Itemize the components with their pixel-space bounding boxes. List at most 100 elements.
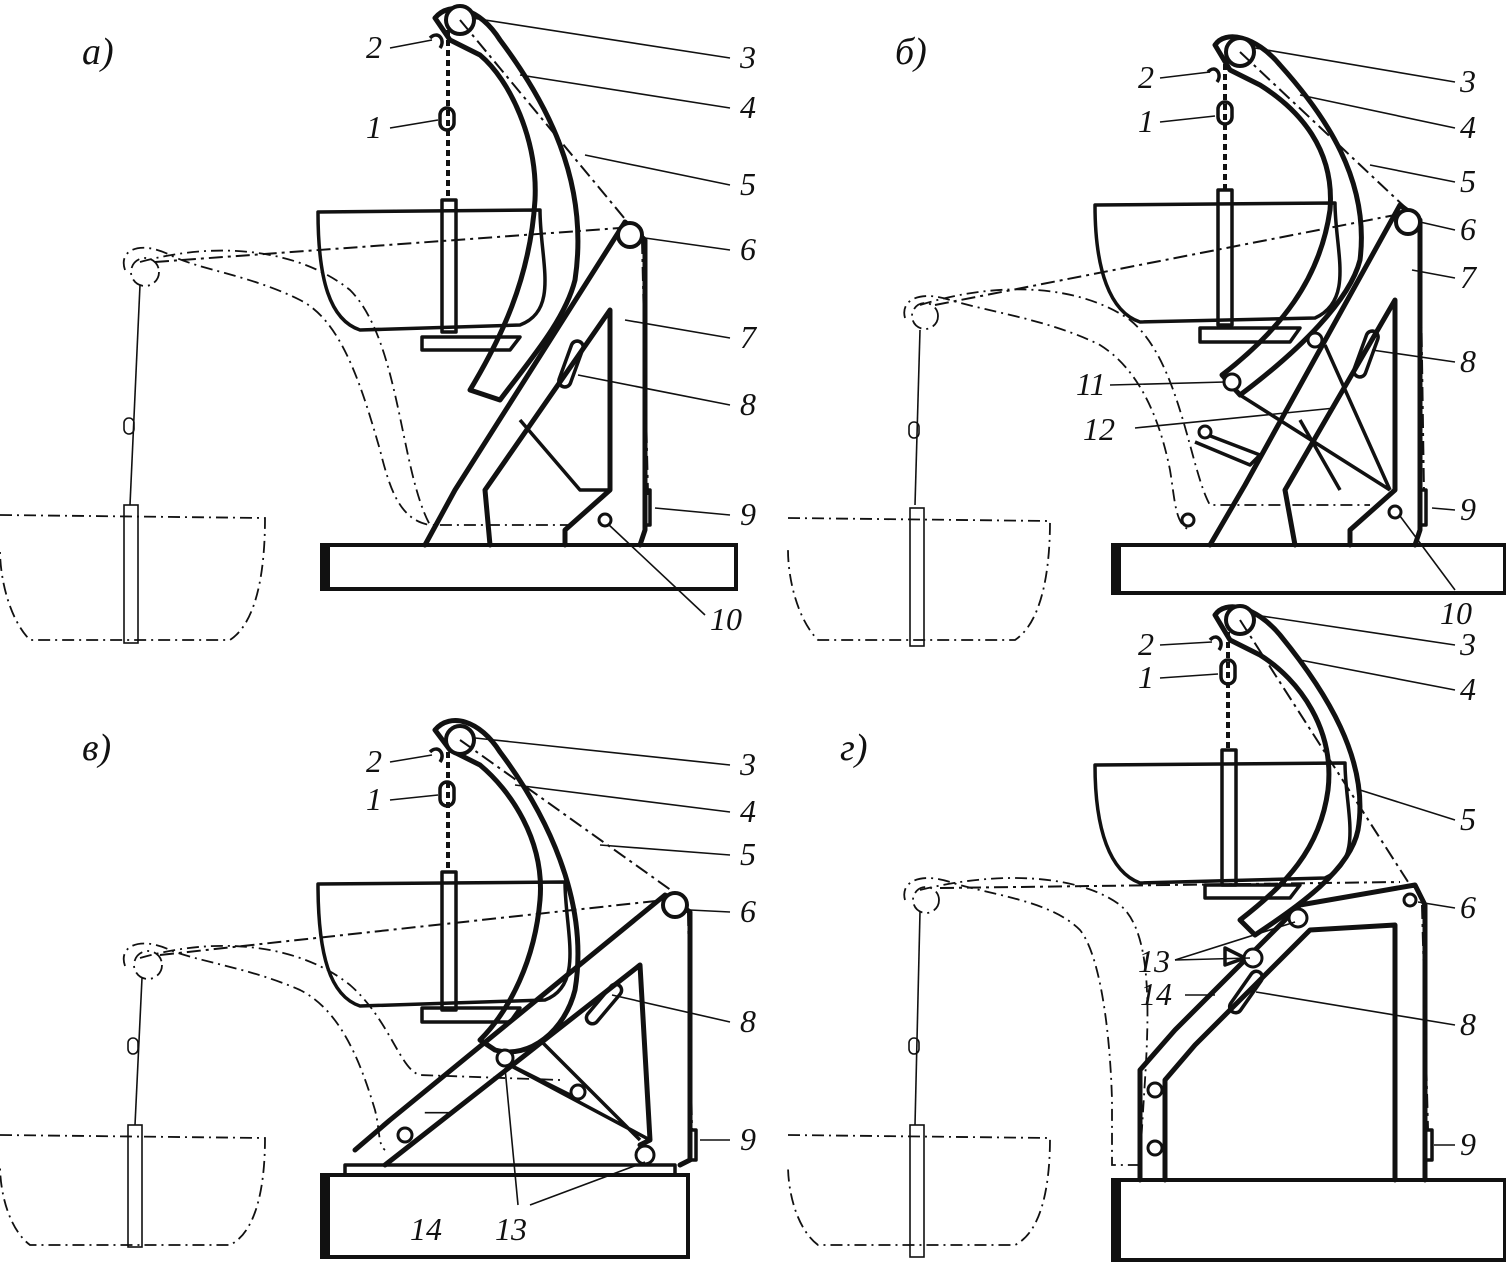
label-g-14: 14 [1140,976,1172,1012]
label-b-3: 3 [1459,63,1476,99]
hook-2-a [428,33,444,50]
deck-edge-b [1113,545,1121,593]
davit-frame-inner-b [1282,297,1398,548]
shackle-1-a [438,106,456,132]
rope-5-v [459,739,676,894]
panel-a-caption: а) [82,31,114,73]
ghost-boat-post-b [909,507,925,647]
boat-a [316,208,547,332]
label-v-8: 8 [740,1003,756,1039]
boat-g [1093,761,1352,885]
label-a-7: 7 [740,319,758,355]
rope-vertical-g [1421,904,1429,1131]
label-v-2: 2 [366,743,382,779]
slot-8-g [1227,969,1265,1015]
frame-sheave-g [1402,892,1418,908]
pivot-13a-v [495,1048,515,1068]
rope-vertical-a [641,239,649,496]
label-a-10: 10 [710,601,742,637]
boat-b [1093,201,1342,324]
pivot-10-a [597,512,613,528]
boat-post-a [440,198,458,334]
ghost-sheave-b [911,302,939,330]
ghost-sheave-v [133,950,163,980]
panel-g-caption: г) [840,727,867,769]
deck-a [320,543,738,591]
label-a-8: 8 [740,386,756,422]
ghost-shackle-g [908,1037,920,1055]
winch-9-g [1425,1128,1434,1162]
label-b-12: 12 [1083,411,1115,447]
boat-chock-a [420,335,522,352]
deck-b [1111,543,1506,595]
shackle-1-v [438,780,456,808]
label-g-1: 1 [1138,659,1154,695]
label-b-1: 1 [1138,103,1154,139]
ghost-davit-arm-v [139,944,561,1081]
ghost-boat-a [0,514,266,641]
ghost-davit-body-g [903,877,1140,1166]
hook-2-v [428,747,444,764]
pivot-13a-g [1287,907,1309,929]
rope-outboard-a [154,227,621,263]
deck-g [1111,1178,1506,1262]
winch-9-b [1420,488,1428,527]
ghost-boat-post-g [909,1124,925,1258]
label-v-5: 5 [740,836,756,872]
shackle-1-b [1216,100,1234,126]
rope-outboard-b [934,214,1396,306]
label-b-2: 2 [1138,59,1154,95]
slot-8-v [584,982,624,1026]
frame-sheave-v [661,891,689,919]
pin-14b-g [1146,1139,1164,1157]
ghost-fall-a [129,284,141,506]
label-a-2: 2 [366,29,382,65]
ghost-davit-body-a [122,246,431,526]
davit-arm-a [432,6,581,403]
hook-2-g [1208,635,1223,652]
deck-edge-g [1113,1180,1121,1260]
boat-chock-g [1203,883,1302,900]
label-v-9: 9 [740,1121,756,1157]
label-v-14: 14 [410,1211,442,1247]
ghost-davit-body-v [122,942,386,1151]
label-b-8: 8 [1460,343,1476,379]
davit-arm-g [1212,604,1363,938]
boat-chock-b [1198,326,1302,344]
label-g-3: 3 [1459,626,1476,662]
label-g-6: 6 [1460,889,1476,925]
davit-brace-a [518,418,610,492]
ghost-davit-body-b [903,295,1191,531]
ghost-sheave-a [130,257,160,287]
panel-v: в) 2 1 3 4 5 6 [0,718,756,1259]
pivot-11-b [1222,372,1242,392]
davit-links-v [499,1038,651,1142]
davit-frame-inner-v [382,962,653,1168]
rope-5-a [459,19,631,226]
davit-frame-v [352,892,693,1168]
label-a-3: 3 [739,39,756,75]
label-v-4: 4 [740,793,756,829]
ghost-boat-g [787,1134,1051,1246]
panel-b: б) 2 1 3 4 5 [787,31,1506,647]
boat-post-g [1220,748,1238,887]
boat-post-v [440,870,458,1012]
label-b-9: 9 [1460,491,1476,527]
pin-14a-g [1146,1081,1164,1099]
panel-v-caption: в) [82,727,111,769]
label-b-11: 11 [1076,366,1106,402]
label-g-4: 4 [1460,671,1476,707]
label-g-13: 13 [1138,943,1170,979]
ghost-pivot-b [1180,512,1196,528]
ghost-davit-arm-g [919,877,1149,1161]
boat-v [316,880,572,1008]
panel-b-caption: б) [895,31,927,73]
ghost-boat-v [0,1134,266,1246]
base-plate-v [343,1163,677,1177]
label-a-1: 1 [366,109,382,145]
label-b-5: 5 [1460,163,1476,199]
label-g-9: 9 [1460,1126,1476,1162]
ghost-boat-b [787,517,1051,641]
davit-links-12-b [1239,344,1392,492]
